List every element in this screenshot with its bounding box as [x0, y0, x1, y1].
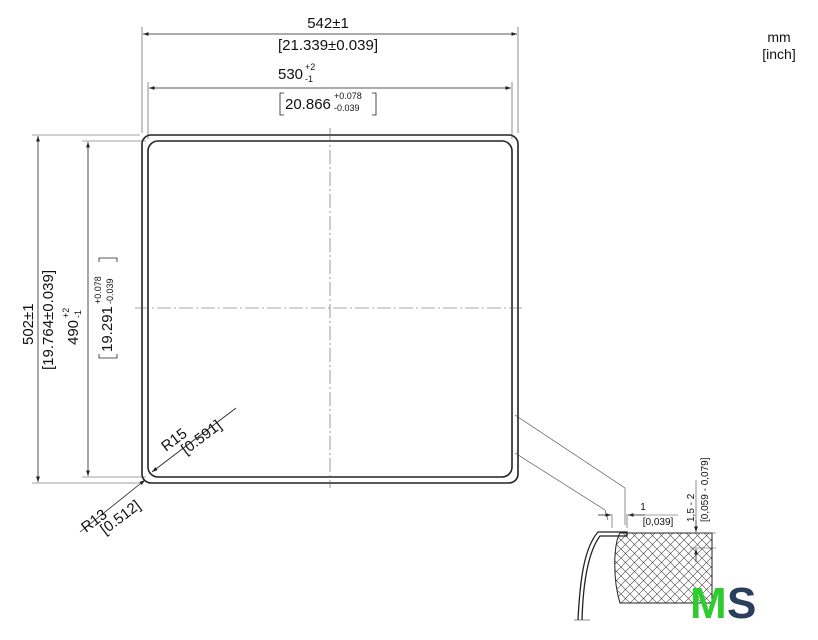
overall-width-mm: 542±1 [307, 15, 349, 32]
overall-height-dimension: 502±1 [19.764±0.039] [20, 134, 140, 484]
radius-r13-callout: R13 [0.512] [78, 479, 146, 538]
inner-height-bracket-bottom [98, 354, 118, 359]
rim-step-inch: [0,039] [643, 517, 674, 528]
rim-depth-inch: [0,059 - 0,079] [700, 457, 711, 522]
rim-depth-mm: 1,5 - 2 [686, 493, 697, 522]
inner-height-inch-tol-upper: +0.078 [93, 276, 103, 304]
detail-leader [514, 414, 626, 525]
logo-letter-s: S [727, 579, 756, 628]
inner-width-bracket-right [372, 92, 377, 116]
inner-height-inch-tol-lower: -0.039 [105, 278, 115, 304]
inner-width-mm: 530 [278, 66, 303, 83]
inner-width-inch-tol-upper: +0.078 [334, 91, 362, 101]
section-detail: 1 [0,039] 1,5 - 2 [0,059 - 0,079] [574, 457, 716, 621]
overall-width-inch: [21.339±0.039] [278, 37, 378, 54]
sink-wall-profile [577, 531, 628, 621]
inner-height-mm: 490 [65, 320, 82, 345]
inner-height-mm-tol-upper: +2 [61, 308, 71, 318]
inner-width-dimension: 530 +2 -1 20.866 +0.078 -0.039 [147, 62, 513, 139]
inner-height-dimension: 490 +2 -1 19.291 +0.078 -0.039 [61, 140, 146, 478]
inner-width-inch-tol-lower: -0.039 [334, 103, 360, 113]
countertop-hatched [614, 532, 713, 604]
units-mm: mm [767, 29, 790, 45]
inner-width-bracket-left [279, 92, 284, 116]
inner-height-inch: 19.291 [99, 306, 116, 352]
inner-width-inch: 20.866 [285, 96, 331, 113]
inner-width-mm-tol-lower: -1 [305, 74, 313, 84]
logo-letter-m: M [690, 579, 727, 628]
rim-step-mm: 1 [640, 502, 646, 513]
rim-step-marks [611, 514, 628, 528]
overall-width-dimension: 542±1 [21.339±0.039] [141, 15, 519, 133]
overall-height-inch: [19.764±0.039] [40, 270, 57, 370]
inner-height-bracket-top [98, 257, 118, 262]
ms-logo: M S [690, 579, 756, 628]
radius-r15-callout: R15 [0.591] [151, 407, 237, 473]
inner-height-mm-tol-lower: -1 [73, 310, 83, 318]
inner-width-mm-tol-upper: +2 [305, 62, 315, 72]
units-inch: [inch] [762, 46, 795, 62]
overall-height-mm: 502±1 [20, 303, 37, 345]
